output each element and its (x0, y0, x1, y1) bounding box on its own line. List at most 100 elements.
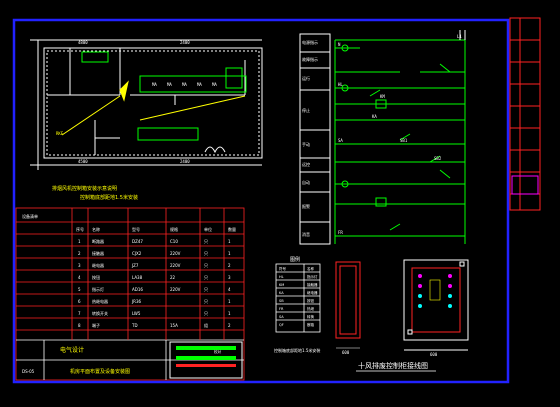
table-header: 名称 (92, 226, 100, 232)
table-header: 规格 (170, 226, 178, 232)
table-cell: 4 (228, 287, 231, 292)
table-cell: 只 (204, 275, 208, 280)
panel-front-dim: 600 (430, 352, 438, 357)
legend-cell: 继电器 (307, 290, 318, 295)
table-cell: 15A (170, 323, 178, 328)
table-cell: JR36 (131, 299, 142, 304)
table-cell: 3 (78, 263, 81, 268)
table-cell: 1 (228, 299, 231, 304)
main-title: 十风排废控制柜接线图 (358, 361, 428, 370)
node-label: FR (338, 230, 343, 235)
legend-cell: FR (279, 307, 284, 311)
schematic-label: 手动 (302, 141, 310, 147)
table-cell: 只 (204, 263, 208, 268)
node-label: SB1 (400, 138, 408, 143)
table-cell: 端子 (92, 322, 100, 328)
table-cell: CJX2 (132, 251, 142, 256)
table-cell: C10 (170, 239, 178, 244)
node-label: L1 (457, 34, 462, 39)
legend-note: 控制箱底部距地1.5米安装 (274, 347, 320, 353)
sign-label: RKE (56, 131, 64, 136)
room-label: MA (152, 82, 157, 87)
panel-front-view (403, 259, 469, 351)
dim-label: 4500 (78, 159, 88, 164)
legend-cell: KA (279, 291, 284, 295)
table-cell: TD (131, 323, 138, 328)
table-cell: 1 (228, 251, 231, 256)
table-cell: 只 (204, 299, 208, 304)
plan-note-2: 控制箱底部距地1.5米安装 (80, 194, 138, 201)
table-header: 数量 (228, 226, 236, 232)
table-cell: 220V (170, 251, 181, 256)
table-header: 序号 (76, 226, 84, 232)
plan-note: 排烟风机控制箱安装示意说明 (52, 185, 117, 192)
room-label: MA (167, 82, 172, 87)
table-cell: 7 (78, 311, 81, 316)
table-cell: 22 (170, 275, 176, 280)
schematic-label: 电源指示 (302, 39, 318, 45)
drawing-number: DS-05 (22, 369, 35, 374)
table-title: 设备清单 (22, 213, 38, 219)
panel-front-devices (418, 274, 452, 308)
table-header: 型号 (132, 226, 140, 232)
legend-cell: HL (279, 275, 284, 279)
dim-label: 2400 (180, 159, 190, 164)
dim-label: 4800 (78, 40, 88, 45)
node-label: HL (338, 82, 343, 87)
table-cell: 5 (78, 287, 81, 292)
legend-cell: 按钮 (307, 298, 315, 303)
schematic-label: 消音 (302, 231, 310, 237)
table-cell: 2 (78, 251, 81, 256)
schematic-label: 自动 (302, 179, 310, 185)
legend-cell: 转换 (307, 314, 315, 319)
table-cell: 接触器 (92, 250, 104, 256)
node-label: SA (338, 138, 343, 143)
legend-cell: 指示灯 (307, 274, 318, 279)
floor-plan (30, 39, 263, 170)
room-label: MA (197, 82, 202, 87)
equipment-table (15, 207, 245, 381)
legend-cell: 断路 (307, 322, 315, 327)
node-label: SB2 (434, 156, 442, 161)
dim-label: 2400 (180, 40, 190, 45)
schematic-side-labels: 电源指示 故障指示 运行 停止 手动 远控 自动 报警 消音 (302, 39, 318, 237)
table-cell: 4 (78, 275, 81, 280)
table-cell: JZ7 (131, 263, 139, 268)
schematic-label: 远控 (302, 161, 310, 167)
schematic-label: 停止 (302, 107, 310, 113)
table-cell: 2 (228, 323, 231, 328)
table-cell: 转换开关 (92, 310, 108, 316)
room-label: MA (182, 82, 187, 87)
floor-plan-room-labels: MA MA MA MA MA RKE 4800 2400 4500 2400 (56, 40, 217, 164)
legend-cell: KM (279, 283, 284, 287)
table-cell: 断路器 (92, 238, 104, 244)
legend-title: 图例 (290, 256, 300, 263)
room-label: MA (212, 82, 217, 87)
node-label: KM (380, 94, 385, 99)
table-footer-label: 电气设计 (60, 346, 84, 354)
table-cell: 220V (170, 263, 181, 268)
table-cell: 按钮 (92, 274, 100, 280)
block-label-a: 审核 (180, 349, 187, 354)
table-cell: 组 (204, 322, 208, 328)
panel-side-view (335, 261, 361, 339)
table-cell: 1 (78, 239, 81, 244)
table-cell: 热继电器 (92, 298, 108, 304)
legend-cell: QF (279, 323, 284, 327)
block-label-b: 校对 (214, 349, 221, 354)
table-cell: 8 (78, 323, 81, 328)
legend-cell: 接触器 (307, 282, 318, 287)
table-cell: DZ47 (132, 239, 143, 244)
drawing-frame (12, 18, 510, 384)
legend-cell: SB (279, 299, 284, 303)
legend-table (275, 263, 321, 333)
table-cell: 继电器 (92, 262, 104, 268)
table-cell: 1 (228, 311, 231, 316)
table-cell: 6 (78, 299, 81, 304)
table-cell: LW5 (132, 311, 141, 316)
legend-cell: SA (279, 315, 284, 319)
